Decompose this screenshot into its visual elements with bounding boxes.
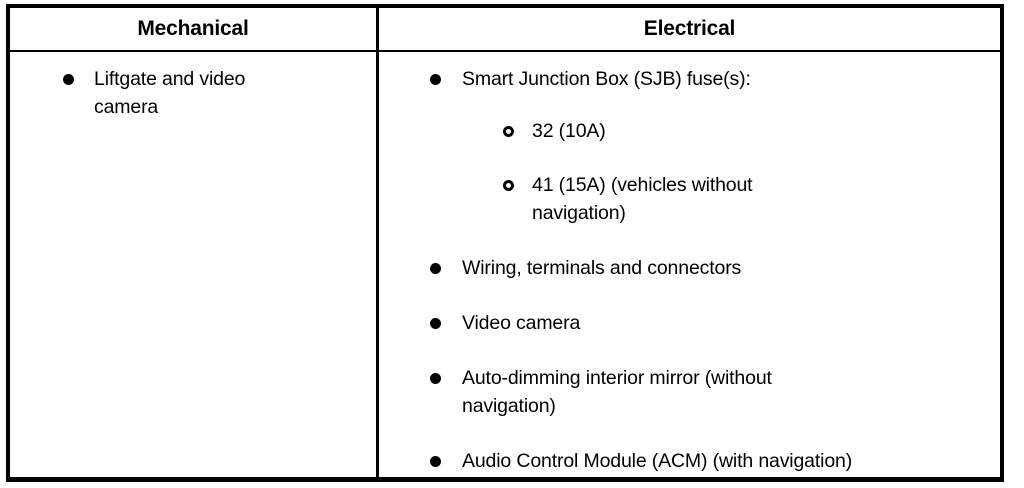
- list-item-text-line2: navigation): [462, 395, 556, 417]
- list-item: Liftgate and video camera: [10, 65, 366, 121]
- column-header-electrical: Electrical: [643, 16, 736, 40]
- sub-list-item-text-line1: 41 (15A) (vehicles without: [532, 174, 753, 196]
- list-item-text-line1: Smart Junction Box (SJB) fuse(s):: [462, 68, 751, 90]
- sub-list-item-text-line1: 32 (10A): [532, 120, 606, 142]
- fuse-sublist: 32 (10A) 41 (15A) (vehicles without navi…: [462, 117, 994, 227]
- cell-mechanical: Liftgate and video camera: [10, 52, 379, 477]
- comparison-table: Mechanical Electrical Liftgate and video…: [6, 4, 1004, 482]
- list-item: Video camera: [379, 309, 994, 337]
- filled-disc-bullet-icon: [430, 318, 441, 329]
- column-header-mechanical: Mechanical: [10, 8, 379, 50]
- list-item: Smart Junction Box (SJB) fuse(s): 32 (10…: [379, 65, 994, 227]
- hollow-circle-bullet-icon: [503, 180, 514, 191]
- list-item: Wiring, terminals and connectors: [379, 254, 994, 282]
- filled-disc-bullet-icon: [430, 263, 441, 274]
- list-item-text-line1: Audio Control Module (ACM) (with navigat…: [462, 450, 853, 472]
- list-item-text-line1: Auto-dimming interior mirror (without: [462, 367, 772, 389]
- sub-list-item-text-line2: navigation): [532, 202, 626, 224]
- hollow-circle-bullet-icon: [503, 126, 514, 137]
- filled-disc-bullet-icon: [63, 74, 74, 85]
- list-item-text-line2: camera: [94, 96, 159, 118]
- list-item-text-line1: Wiring, terminals and connectors: [462, 257, 742, 279]
- list-item-text-line1: Video camera: [462, 312, 581, 334]
- filled-disc-bullet-icon: [430, 456, 441, 467]
- sub-list-item: 41 (15A) (vehicles without navigation): [462, 171, 994, 227]
- filled-disc-bullet-icon: [430, 373, 441, 384]
- sub-list-item: 32 (10A): [462, 117, 994, 145]
- table-header-row: Mechanical Electrical: [10, 8, 1000, 52]
- list-item-text-line1: Liftgate and video: [94, 68, 246, 90]
- list-item: Auto-dimming interior mirror (without na…: [379, 364, 994, 420]
- cell-electrical: Smart Junction Box (SJB) fuse(s): 32 (10…: [379, 52, 1000, 477]
- table-body-row: Liftgate and video camera Smart Junction…: [10, 52, 1000, 477]
- filled-disc-bullet-icon: [430, 74, 441, 85]
- list-item: Audio Control Module (ACM) (with navigat…: [379, 447, 994, 475]
- mechanical-bullet-list: Liftgate and video camera: [10, 65, 366, 121]
- electrical-bullet-list: Smart Junction Box (SJB) fuse(s): 32 (10…: [379, 65, 994, 475]
